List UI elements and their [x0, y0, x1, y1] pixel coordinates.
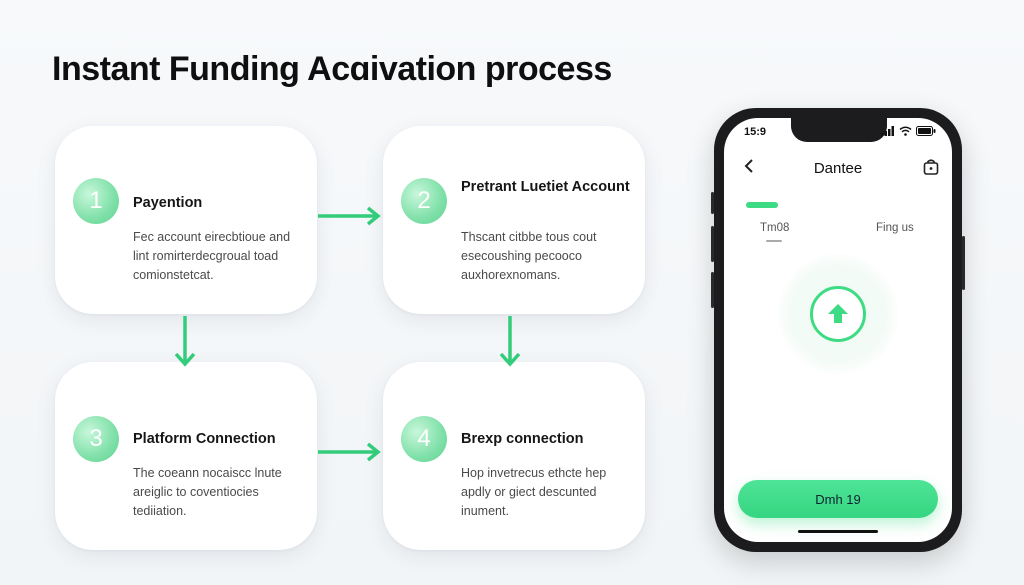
step-number-badge: 1	[73, 178, 119, 224]
status-time: 15:9	[744, 126, 767, 138]
primary-action-button[interactable]: Dmh 19	[738, 480, 938, 518]
status-icons	[881, 126, 936, 136]
step-card-4: 4 Brexp connection Hop invetrecus ethcte…	[383, 362, 645, 550]
phone-side-button	[711, 272, 714, 308]
screen-title: Dantee	[813, 160, 863, 177]
step-title: Platform Connection	[133, 431, 276, 447]
step-description: Thscant citbbe tous cout esecoushing pec…	[461, 230, 597, 282]
step-card-1: 1 Payention Fec account eirecbtioue and …	[55, 126, 317, 314]
phone-mockup: 15:9 Dantee	[711, 108, 965, 552]
page-title: Instant Funding Acɑivation process	[52, 50, 612, 88]
tab-second[interactable]: Fing us	[876, 222, 914, 234]
battery-icon	[916, 126, 936, 136]
step-number-badge: 4	[401, 416, 447, 462]
chevron-left-icon[interactable]	[744, 158, 754, 178]
step-card-3: 3 Platform Connection The coeann nocaisc…	[55, 362, 317, 550]
step-description: Hop invetrecus ethcte hep apdly or giect…	[461, 466, 607, 518]
tab-first[interactable]: Tm08	[760, 222, 790, 234]
phone-side-button	[962, 236, 965, 290]
arrow-right-icon	[318, 206, 381, 226]
phone-side-button	[711, 192, 714, 214]
step-description: Fec account eirecbtioue and lint romirte…	[133, 230, 291, 282]
progress-fill	[746, 202, 778, 208]
step-card-2: 2 Pretrant Luetiet Account Thscant citbb…	[383, 126, 645, 314]
signal-icon	[881, 126, 894, 136]
step-description: The coeann nocaiscc lnute areiglic to co…	[133, 466, 282, 518]
arrow-down-icon	[499, 316, 521, 367]
tab-underline	[766, 240, 782, 242]
step-title: Pretrant Luetiet Account	[461, 179, 630, 195]
home-indicator	[798, 530, 878, 533]
arrow-up-icon	[828, 304, 848, 323]
step-title: Brexp connection	[461, 431, 584, 447]
progress-bar	[746, 202, 778, 208]
phone-side-button	[711, 226, 714, 262]
upload-button[interactable]	[810, 286, 866, 342]
wifi-icon	[899, 126, 912, 136]
arrow-down-icon	[174, 316, 196, 367]
step-number-badge: 2	[401, 178, 447, 224]
step-number-badge: 3	[73, 416, 119, 462]
arrow-right-icon	[318, 442, 381, 462]
step-title: Payention	[133, 195, 203, 211]
phone-notch	[791, 118, 887, 142]
bag-icon[interactable]	[922, 158, 940, 176]
phone-screen: 15:9 Dantee	[724, 118, 952, 542]
